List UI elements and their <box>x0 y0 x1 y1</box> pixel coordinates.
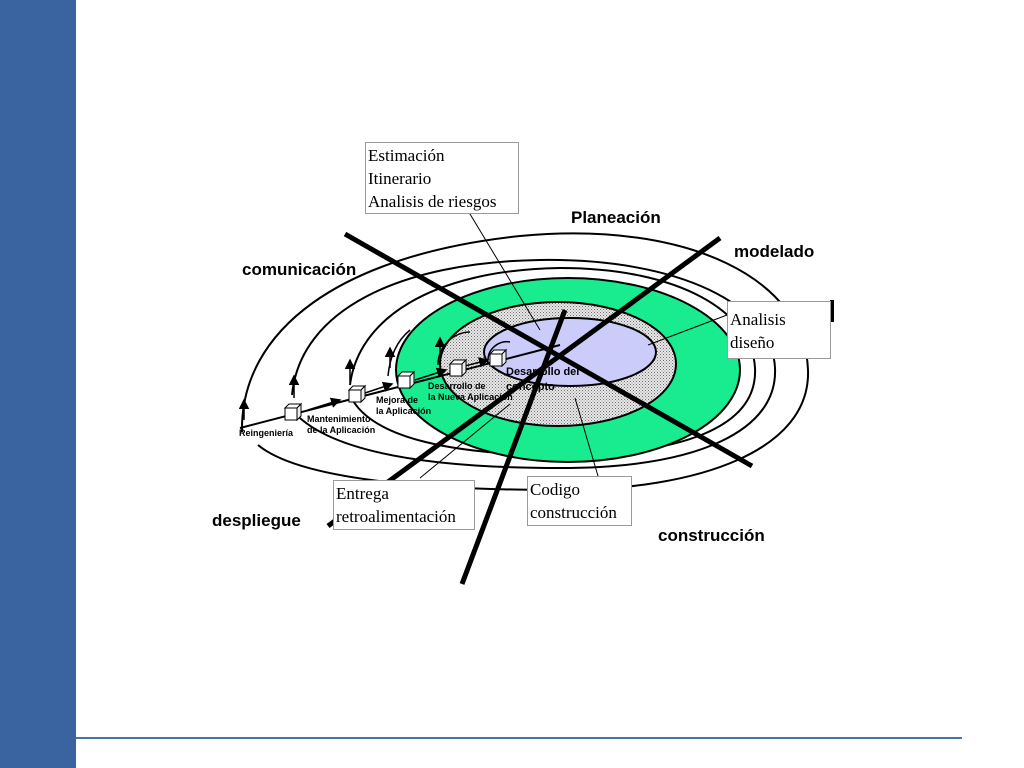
sector-label-comunicacion: comunicación <box>242 260 356 279</box>
leader-despliegue <box>419 403 511 479</box>
leader-construccion <box>574 397 599 477</box>
sector-label-despliegue: despliegue <box>212 511 301 530</box>
cube-nueva-app <box>448 358 468 378</box>
project-mejora-line1: Mejora de <box>376 395 418 405</box>
spiral-loop-3 <box>387 329 411 377</box>
spiral-ring-2 <box>291 258 777 470</box>
box-construccion-line2: construcción <box>530 503 617 522</box>
axis-arrow-4 <box>464 357 490 368</box>
sector-label-construccion: construcción <box>658 526 765 545</box>
project-reingenieria: Reingeniería <box>239 428 294 438</box>
box-construccion-tasks: Codigo construcción <box>527 476 632 526</box>
axis-arrow-3 <box>414 367 448 381</box>
cube-mantenimiento <box>347 384 367 404</box>
divider-line-3 <box>459 309 568 585</box>
project-concepto-line1: Desarrollo del <box>506 366 579 378</box>
spiral-loop-1 <box>487 340 511 361</box>
bottom-rule <box>76 737 962 739</box>
box-construccion-line1: Codigo <box>530 480 581 499</box>
project-nueva-line1: Desarrollo de <box>428 381 486 391</box>
project-mantenimiento-line2: de la Aplicación <box>307 425 375 435</box>
box-despliegue-tasks: Entrega retroalimentación <box>333 480 475 530</box>
box-despliegue-line2: retroalimentación <box>336 507 456 526</box>
box-modelado-line2: diseño <box>730 333 775 352</box>
sector-label-planeacion: Planeación <box>571 208 661 227</box>
project-mantenimiento-line1: Mantenimiento <box>307 414 371 424</box>
box-modelado-tasks: Analisis diseño <box>727 301 831 359</box>
cube-concepto <box>488 348 508 368</box>
cube-reingenieria <box>283 402 303 422</box>
box-planeacion-line3: Analisis de riesgos <box>368 192 497 211</box>
left-accent-bar <box>0 0 76 768</box>
box-planeacion-tasks: Estimación Itinerario Analisis de riesgo… <box>365 142 519 214</box>
leader-modelado <box>647 314 728 346</box>
box-despliegue-line1: Entrega <box>336 484 389 503</box>
leader-planeacion <box>469 213 541 331</box>
sector-label-modelado: modelado <box>734 242 814 261</box>
axis-arrow-1 <box>307 397 342 411</box>
spiral-ring-3 <box>349 266 757 457</box>
project-mejora-line2: la Aplicación <box>376 406 431 416</box>
axis-arrow-2 <box>361 381 394 395</box>
divider-line-2 <box>326 235 722 529</box>
box-planeacion-line1: Estimación <box>368 146 445 165</box>
cube-mejora <box>396 370 416 390</box>
box-planeacion-line2: Itinerario <box>368 169 432 188</box>
spiral-loop-2 <box>437 331 471 366</box>
box-modelado-line1: Analisis <box>730 310 786 329</box>
project-concepto-line2: concepto <box>506 381 555 393</box>
project-nueva-line2: la Nueva Aplicación <box>428 392 513 402</box>
